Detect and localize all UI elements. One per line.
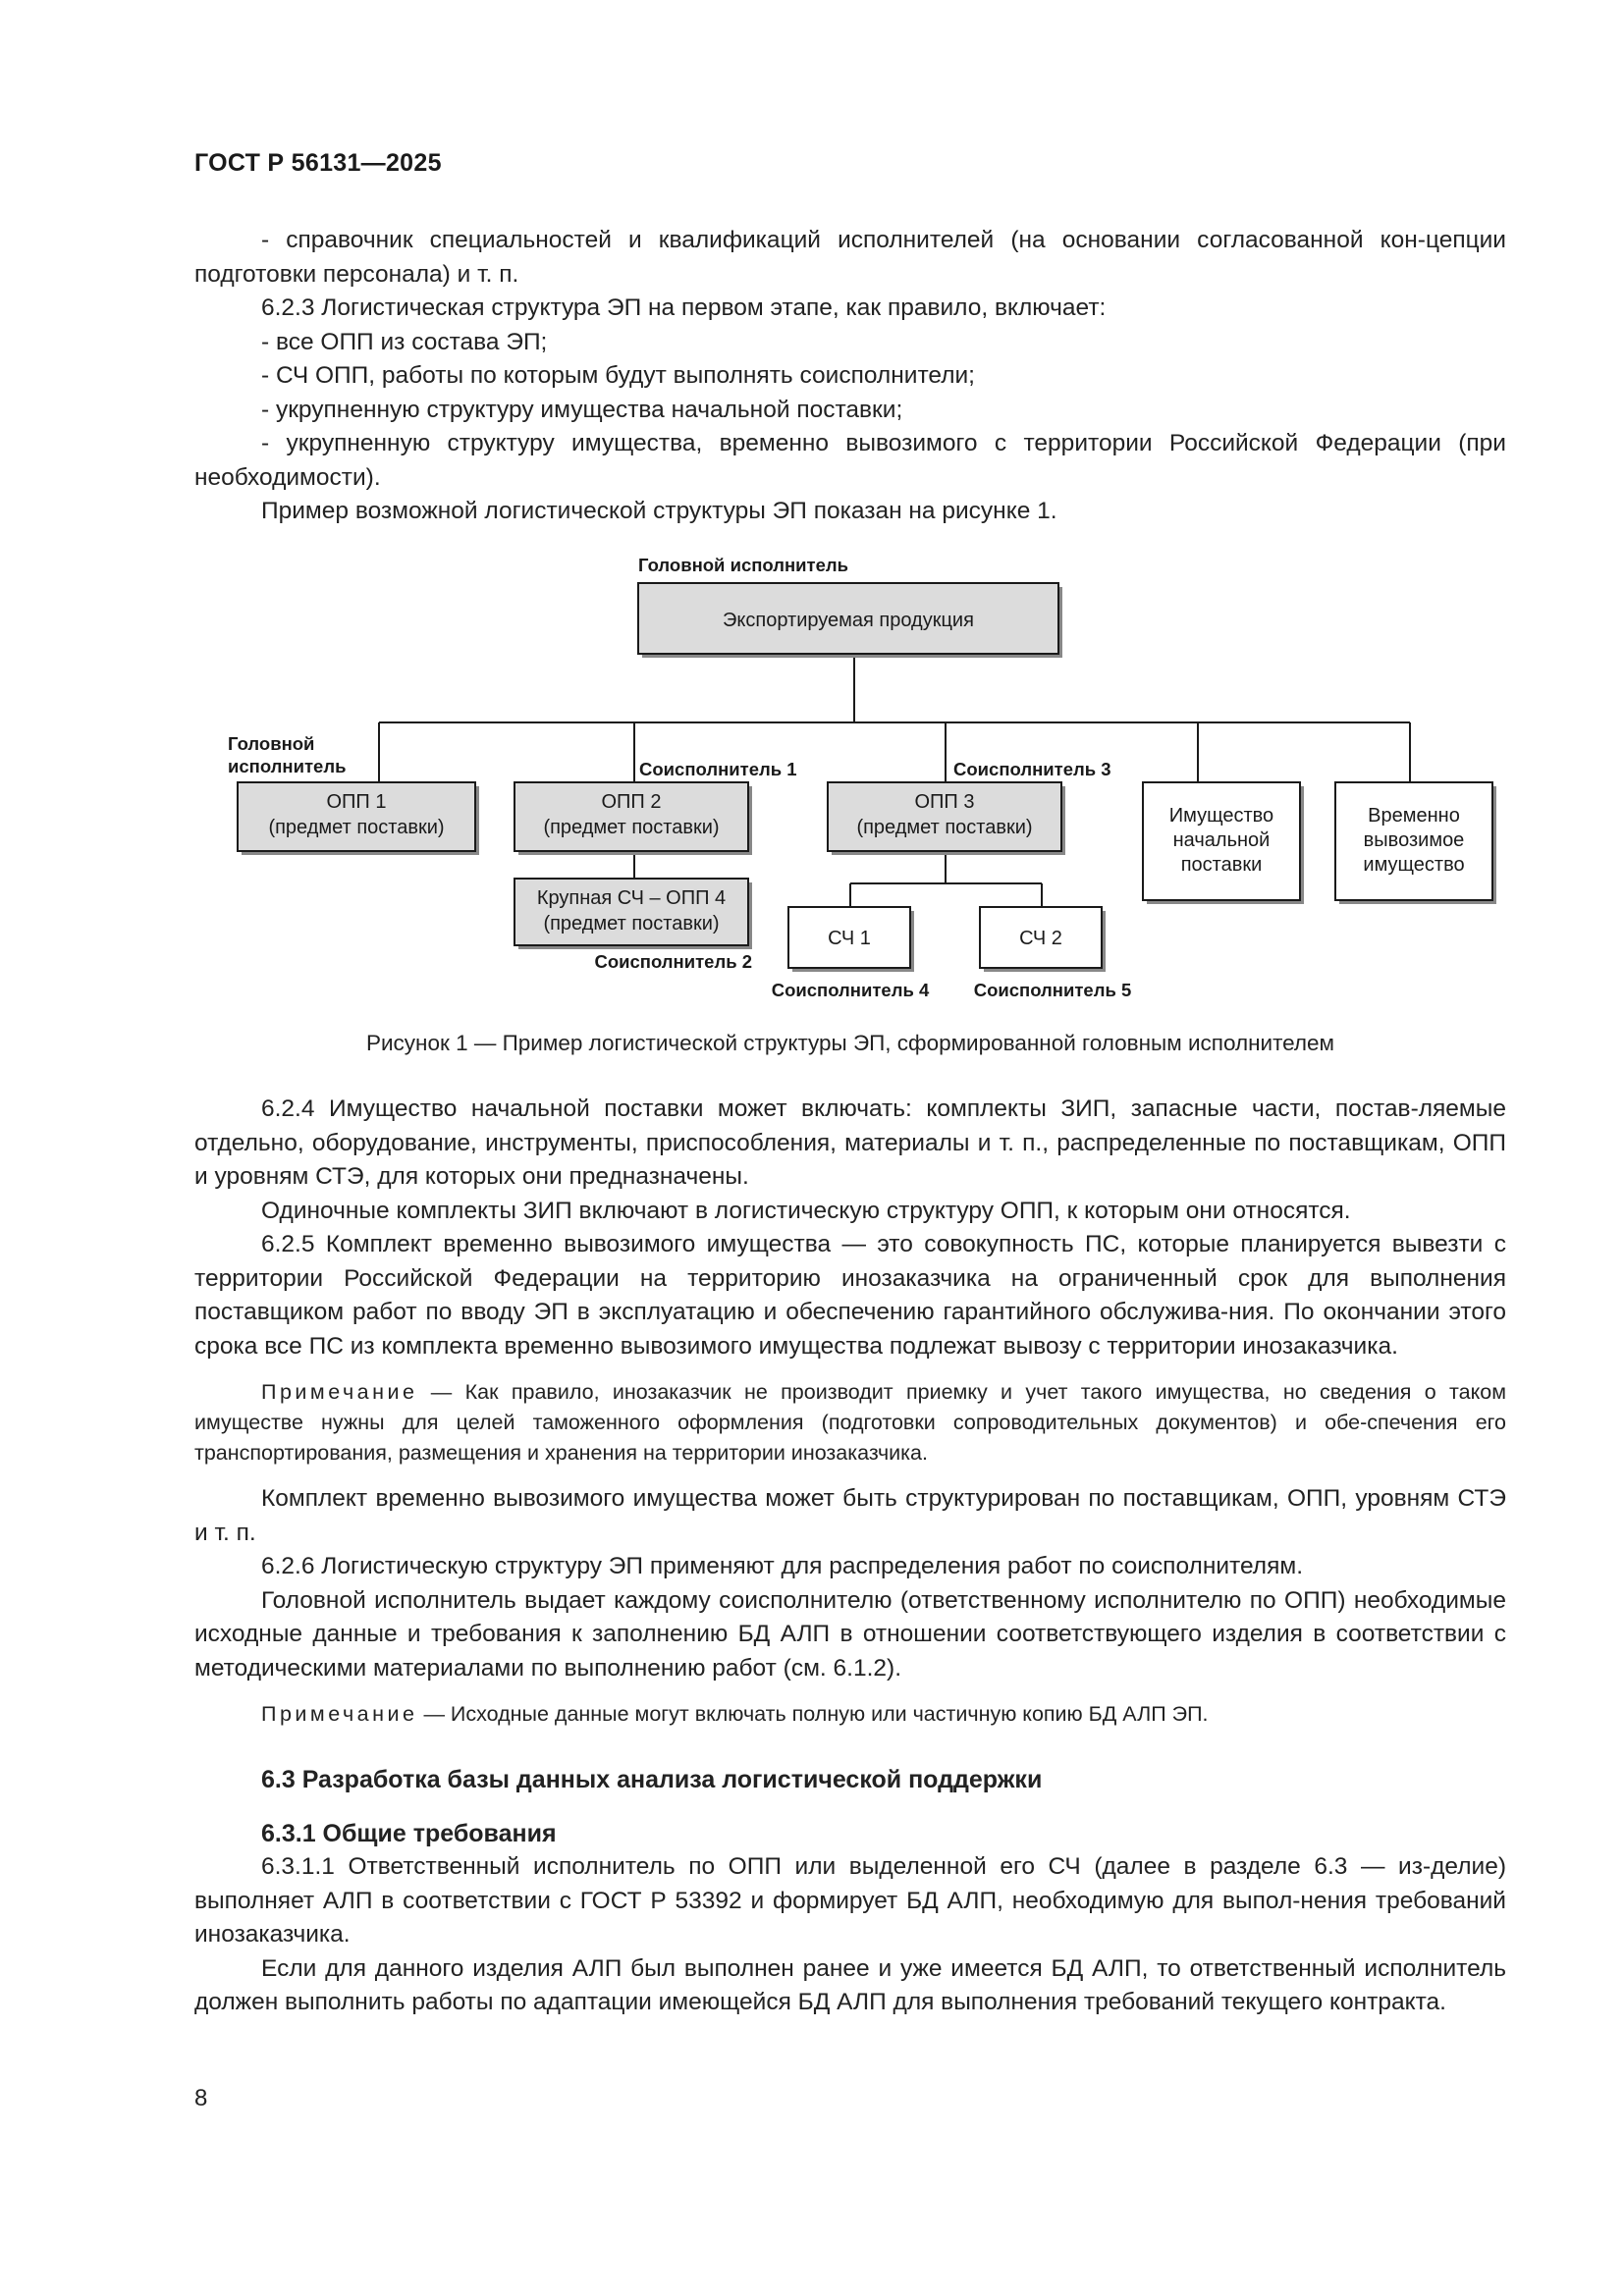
- paragraph: 6.2.5 Комплект временно вывозимого имуще…: [194, 1231, 1506, 1360]
- paragraph: Одиночные комплекты ЗИП включают в логис…: [261, 1197, 1351, 1224]
- root-label: Экспортируемая продукция: [723, 610, 974, 631]
- opp2-subtitle: (предмет поставки): [543, 817, 719, 838]
- label-head-contractor-line1: Головной: [228, 733, 314, 754]
- sch1-box: [787, 906, 911, 969]
- note: Примечание — Исходные данные могут включ…: [194, 1699, 1506, 1730]
- paragraph: 6.3.1.1 Ответственный исполнитель по ОПП…: [194, 1853, 1506, 1948]
- paragraph: 6.2.4 Имущество начальной поставки может…: [194, 1095, 1506, 1190]
- paragraph: 6.2.6 Логистическую структуру ЭП применя…: [261, 1553, 1304, 1579]
- initial-supply-line1: Имущество: [1169, 805, 1273, 827]
- page-number: 8: [194, 2085, 208, 2111]
- label-co-contractor-3: Соисполнитель 3: [953, 759, 1111, 779]
- label-head-contractor-top: Головной исполнитель: [638, 555, 848, 575]
- opp1-box: [237, 781, 476, 852]
- initial-supply-line3: поставки: [1181, 854, 1263, 876]
- sch2-box: [979, 906, 1103, 969]
- document-header: ГОСТ Р 56131—2025: [194, 149, 442, 177]
- opp1-title: ОПП 1: [327, 791, 387, 813]
- note-text: — Как правило, инозаказчик не производит…: [194, 1380, 1506, 1465]
- opp1-subtitle: (предмет поставки): [268, 817, 444, 838]
- label-co-contractor-5: Соисполнитель 5: [974, 980, 1132, 1000]
- paragraph: 6.2.3 Логистическая структура ЭП на перв…: [261, 294, 1107, 321]
- paragraph: - справочник специальностей и квалификац…: [194, 227, 1506, 288]
- label-co-contractor-4: Соисполнитель 4: [772, 980, 930, 1000]
- list-item: - укрупненную структуру имущества, време…: [194, 430, 1506, 491]
- root-box: [637, 582, 1059, 655]
- body-text: 6.2.4 Имущество начальной поставки может…: [194, 1093, 1506, 2020]
- paragraph: Комплект временно вывозимого имущества м…: [194, 1485, 1506, 1546]
- temporary-export-box: [1334, 781, 1493, 901]
- opp4-box: [514, 878, 749, 946]
- temporary-export-line1: Временно: [1368, 805, 1460, 827]
- subsection-heading: 6.3.1 Общие требования: [261, 1819, 557, 1847]
- opp4-subtitle: (предмет поставки): [543, 913, 719, 934]
- label-co-contractor-1: Соисполнитель 1: [639, 759, 797, 779]
- paragraph: Если для данного изделия АЛП был выполне…: [194, 1954, 1506, 2016]
- logistic-structure-diagram: Головной исполнитель Головной исполнител…: [228, 555, 1496, 1000]
- opp4-title: Крупная СЧ – ОПП 4: [537, 887, 726, 909]
- paragraph: Головной исполнитель выдает каждому соис…: [194, 1586, 1506, 1682]
- sch2-label: СЧ 2: [1019, 928, 1062, 949]
- initial-supply-box: [1142, 781, 1301, 901]
- opp3-title: ОПП 3: [915, 791, 975, 813]
- figure-caption: Рисунок 1 — Пример логистической структу…: [365, 1031, 1335, 1055]
- initial-supply-line2: начальной: [1173, 829, 1271, 851]
- paragraph: Пример возможной логистической структуры…: [261, 498, 1057, 524]
- list-item: - все ОПП из состава ЭП;: [261, 328, 548, 355]
- note-text: — Исходные данные могут включать полную …: [423, 1702, 1209, 1726]
- opp3-subtitle: (предмет поставки): [856, 817, 1032, 838]
- note: Примечание — Как правило, инозаказчик не…: [194, 1377, 1506, 1468]
- opp3-box: [827, 781, 1062, 852]
- note-label: Примечание: [261, 1702, 418, 1726]
- label-co-contractor-2: Соисполнитель 2: [594, 951, 752, 972]
- opp2-box: [514, 781, 749, 852]
- opp2-title: ОПП 2: [602, 791, 662, 813]
- section-heading: 6.3 Разработка базы данных анализа логис…: [261, 1766, 1043, 1793]
- note-label: Примечание: [261, 1380, 418, 1404]
- label-head-contractor-line2: исполнитель: [228, 756, 346, 776]
- top-text: - справочник специальностей и квалификац…: [194, 224, 1506, 529]
- temporary-export-line3: имущество: [1363, 854, 1464, 876]
- list-item: - укрупненную структуру имущества началь…: [261, 396, 903, 423]
- temporary-export-line2: вывозимое: [1364, 829, 1465, 851]
- list-item: - СЧ ОПП, работы по которым будут выполн…: [261, 362, 975, 389]
- sch1-label: СЧ 1: [828, 928, 871, 949]
